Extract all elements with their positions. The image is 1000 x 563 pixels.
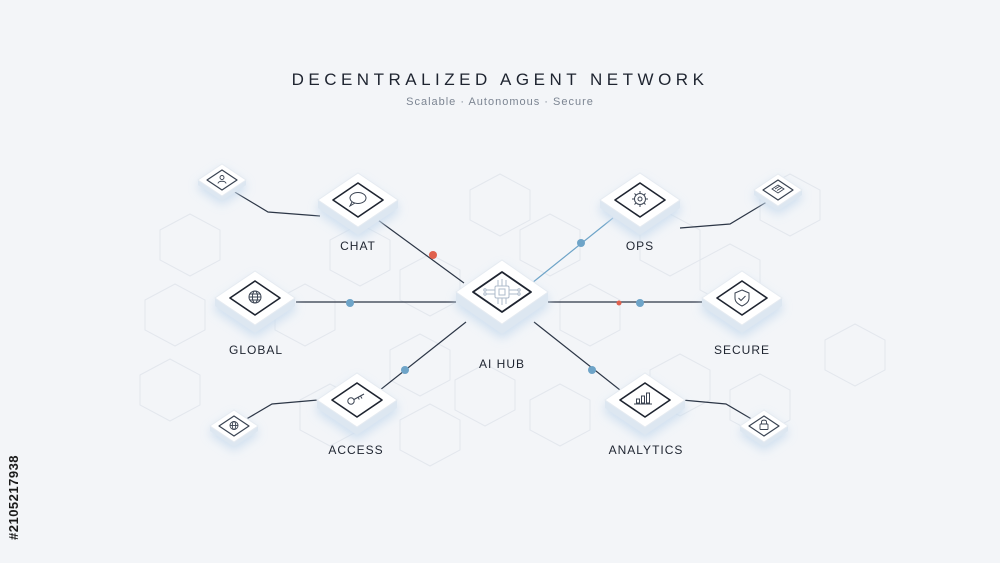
satellite-top-right[interactable] [753, 173, 803, 215]
diagram-subtitle: Scalable · Autonomous · Secure [406, 96, 594, 108]
dot-secure-blue [636, 299, 644, 307]
link-lock-analytics [681, 399, 761, 425]
watermark-id: #2105217938 [6, 454, 21, 540]
globe-icon [229, 421, 239, 430]
satellite-bottom-right[interactable] [739, 409, 789, 451]
key-icon [347, 393, 365, 405]
label-access: ACCESS [328, 443, 384, 457]
document-icon [771, 184, 785, 194]
dot-access-blue [401, 366, 409, 374]
label-secure: SECURE [713, 343, 771, 357]
node-chat[interactable] [317, 172, 399, 240]
user-icon [217, 175, 227, 184]
shield-check-icon [734, 289, 750, 307]
label-hub: AI HUB [478, 357, 526, 371]
diagram-title: DECENTRALIZED AGENT NETWORK [291, 70, 709, 89]
dot-ops-blue [577, 239, 585, 247]
dot-secure-red [616, 300, 622, 306]
link-document-ops [679, 199, 771, 229]
node-analytics[interactable] [604, 372, 686, 440]
link-chat-hub [377, 219, 465, 284]
dot-global-blue [346, 299, 354, 307]
node-secure[interactable] [701, 270, 783, 338]
node-ops[interactable] [599, 172, 681, 240]
satellite-bottom-left[interactable] [209, 409, 259, 451]
label-ops: OPS [625, 239, 655, 253]
label-global: GLOBAL [228, 343, 284, 357]
globe-icon [248, 290, 262, 304]
label-analytics: ANALYTICS [608, 443, 684, 457]
link-ops-hub [531, 217, 614, 284]
dot-chat-red [429, 251, 437, 259]
lock-icon [759, 419, 769, 430]
connection-dots [346, 239, 644, 374]
link-user-chat [227, 187, 321, 217]
node-hub[interactable] [455, 259, 549, 339]
node-global[interactable] [214, 270, 296, 338]
gear-icon [632, 191, 648, 207]
satellite-top-left[interactable] [197, 163, 247, 205]
connection-lines [227, 187, 771, 425]
dot-analytics-blue [588, 366, 596, 374]
link-access-hub [379, 321, 467, 391]
link-globe-access [237, 399, 319, 425]
bar-chart-icon [634, 392, 652, 405]
chat-bubble-icon [348, 192, 367, 208]
chip-icon [483, 279, 521, 305]
label-chat: CHAT [340, 239, 376, 253]
link-analytics-hub [533, 321, 621, 391]
node-access[interactable] [316, 372, 398, 440]
